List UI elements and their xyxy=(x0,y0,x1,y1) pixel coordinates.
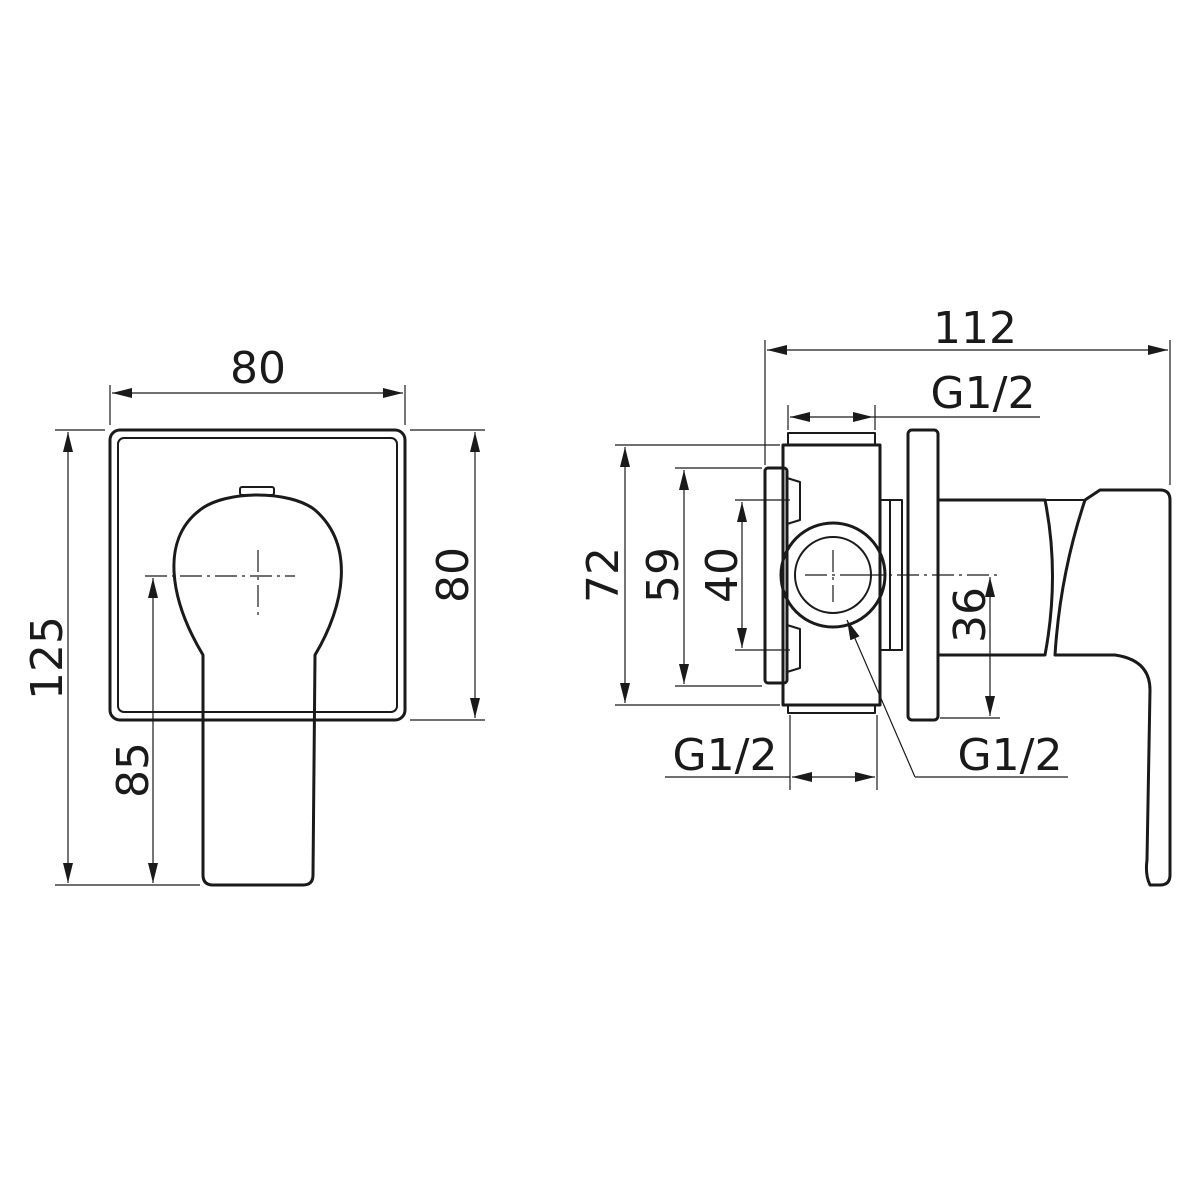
lever-handle-side xyxy=(1053,488,1172,887)
dim-height-80: 80 xyxy=(428,547,479,603)
dim-handle-85: 85 xyxy=(108,742,159,798)
cover-plate xyxy=(108,428,407,722)
handle-cap xyxy=(239,486,275,496)
dim-depth-112: 112 xyxy=(933,303,1017,354)
dim-top-thread: G1/2 xyxy=(931,368,1036,419)
side-port-outer xyxy=(779,521,887,629)
cover-plate-inner-edge xyxy=(117,437,398,713)
side-view: 112 G1/2 72 59 40 36 G1/2 xyxy=(578,303,1172,887)
cartridge-housing xyxy=(936,498,1054,657)
bracket-clip-bottom xyxy=(786,624,801,673)
mounting-bracket xyxy=(763,466,789,685)
bracket-clip-top xyxy=(786,477,801,525)
front-view: 80 80 125 85 xyxy=(22,343,485,887)
valve-top-port xyxy=(787,432,876,446)
leader-side-thread-diagonal xyxy=(846,619,916,778)
handle-outline xyxy=(172,493,343,887)
dim-40: 40 xyxy=(697,547,748,603)
dim-36: 36 xyxy=(945,587,996,643)
dim-72: 72 xyxy=(578,547,629,603)
dim-width-80: 80 xyxy=(230,343,286,394)
dim-bottom-thread: G1/2 xyxy=(673,730,778,781)
dim-59: 59 xyxy=(638,547,689,603)
dim-total-height-125: 125 xyxy=(22,616,73,700)
dim-side-thread: G1/2 xyxy=(958,730,1063,781)
valve-bottom-port xyxy=(787,704,876,714)
